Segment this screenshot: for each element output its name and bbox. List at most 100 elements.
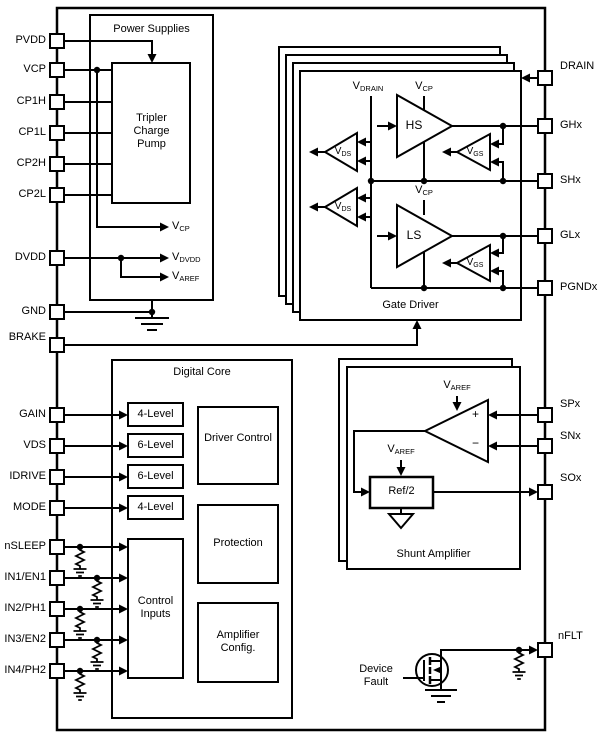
pin-square-spx — [537, 407, 553, 423]
pin-label-nsleep: nSLEEP — [4, 540, 46, 552]
digital-core-wires — [64, 414, 121, 672]
vgs-monitor-hs-triangle — [454, 132, 491, 172]
pin-label-brake: BRAKE — [8, 331, 46, 343]
mosfet-body-arrow — [433, 666, 441, 674]
pin-square-pgndx — [537, 280, 553, 296]
level-selector-gain: 4-Level — [137, 408, 174, 420]
level-selector-mode: 4-Level — [137, 501, 174, 513]
pin-label-ghx: GHx — [560, 119, 582, 131]
pin-label-pgndx: PGNDx — [560, 281, 598, 293]
pin-square-snx — [537, 438, 553, 454]
pin-label-gnd: GND — [21, 305, 46, 317]
ls-driver-label: LS — [406, 228, 422, 242]
gate-driver-wires — [316, 77, 538, 289]
pin-squares — [49, 33, 553, 679]
pin-label-cp1h: CP1H — [16, 95, 46, 107]
level-selector-idrive: 6-Level — [137, 470, 174, 482]
pin-label-cp2h: CP2H — [16, 157, 46, 169]
opamp-minus-label: − — [472, 436, 480, 450]
pin-square-glx — [537, 228, 553, 244]
triangles — [323, 93, 491, 530]
vcp-hs-label: VCP — [415, 80, 433, 93]
gnd-symbol — [135, 317, 169, 331]
vgs-hs-label: VGS — [466, 146, 484, 158]
protection-label: Protection — [213, 537, 263, 549]
pin-label-nflt: nFLT — [558, 630, 583, 642]
pin-label-pvdd: PVDD — [15, 34, 46, 46]
pin-square-cp1l — [49, 125, 65, 141]
pin-square-drain — [537, 70, 553, 86]
pin-label-in2: IN2/PH1 — [4, 602, 46, 614]
charge-pump-label: Tripler Charge Pump — [133, 112, 170, 150]
shunt-amp-wires — [353, 396, 538, 514]
opamp-plus-label: + — [472, 407, 480, 421]
pin-square-in4 — [49, 663, 65, 679]
varef-ref2-label: VAREF — [387, 443, 415, 456]
pin-label-in1: IN1/EN1 — [4, 571, 46, 583]
gate-driver-stack — [278, 46, 522, 321]
fault-wires — [403, 649, 530, 690]
mosfet-gnd-symbol — [425, 689, 457, 703]
shunt-amplifier-stack — [338, 358, 521, 570]
mosfet-circle — [415, 653, 449, 687]
pin-square-nsleep — [49, 539, 65, 555]
vds-monitor-hs-triangle — [323, 131, 358, 173]
pin-label-sox: SOx — [560, 472, 582, 484]
level-selector-vds: 6-Level — [137, 439, 174, 451]
pin-label-gain: GAIN — [19, 408, 46, 420]
driver-control-label: Driver Control — [204, 432, 272, 444]
shunt-amplifier-title: Shunt Amplifier — [396, 548, 471, 560]
pin-label-dvdd: DVDD — [14, 251, 46, 263]
ref-divider-label: Ref/2 — [388, 485, 415, 497]
vcp-net-label: VCP — [172, 220, 190, 233]
pin-square-in3 — [49, 632, 65, 648]
pin-label-in3: IN3/EN2 — [4, 633, 46, 645]
digital-core-block — [111, 359, 293, 719]
vds-monitor-ls-triangle — [323, 186, 358, 228]
vdrain-label: VDRAIN — [352, 80, 384, 93]
pin-label-idrive: IDRIVE — [9, 470, 46, 482]
pin-square-cp2h — [49, 156, 65, 172]
power-supplies-block — [89, 14, 214, 301]
pin-label-snx: SNx — [560, 430, 581, 442]
vds-ls-label: VDS — [334, 201, 352, 213]
pin-square-vcp — [49, 62, 65, 78]
hs-driver-label: HS — [405, 118, 423, 132]
vdvdd-net-label: VDVDD — [172, 251, 201, 264]
shunt-opamp-triangle — [422, 398, 489, 464]
pin-label-glx: GLx — [560, 229, 581, 241]
pin-square-mode — [49, 500, 65, 516]
pin-label-in4: IN4/PH2 — [4, 664, 46, 676]
pin-label-cp1l: CP1L — [18, 126, 46, 138]
pin-square-brake — [49, 337, 65, 353]
device-fault-label: Device Fault — [359, 663, 393, 688]
chip-boundary — [55, 6, 547, 732]
control-inputs-label: Control Inputs — [137, 595, 174, 620]
pin-label-shx: SHx — [560, 174, 581, 186]
pin-label-mode: MODE — [13, 501, 46, 513]
pin-label-drain: DRAIN — [560, 60, 595, 72]
pin-label-vds: VDS — [23, 439, 46, 451]
pin-square-gnd — [49, 304, 65, 320]
pin-square-nflt — [537, 642, 553, 658]
pin-square-gain — [49, 407, 65, 423]
pin-label-vcp: VCP — [23, 63, 46, 75]
pin-square-in1 — [49, 570, 65, 586]
vcp-ls-label: VCP — [415, 184, 433, 197]
amplifier-config-label: Amplifier Config. — [216, 629, 260, 654]
pin-square-cp1h — [49, 94, 65, 110]
power-supplies-title: Power Supplies — [113, 23, 190, 35]
pin-square-pvdd — [49, 33, 65, 49]
analog-gnd-triangle — [386, 513, 416, 530]
pin-square-vds — [49, 438, 65, 454]
varef-net-label: VAREF — [172, 270, 200, 283]
gate-driver-title: Gate Driver — [382, 299, 439, 311]
vds-hs-label: VDS — [334, 146, 352, 158]
vgs-monitor-ls-triangle — [454, 243, 491, 283]
pin-square-dvdd — [49, 250, 65, 266]
arrowheads — [119, 54, 538, 676]
varef-top-label: VAREF — [443, 379, 471, 392]
digital-core-title: Digital Core — [173, 366, 231, 378]
